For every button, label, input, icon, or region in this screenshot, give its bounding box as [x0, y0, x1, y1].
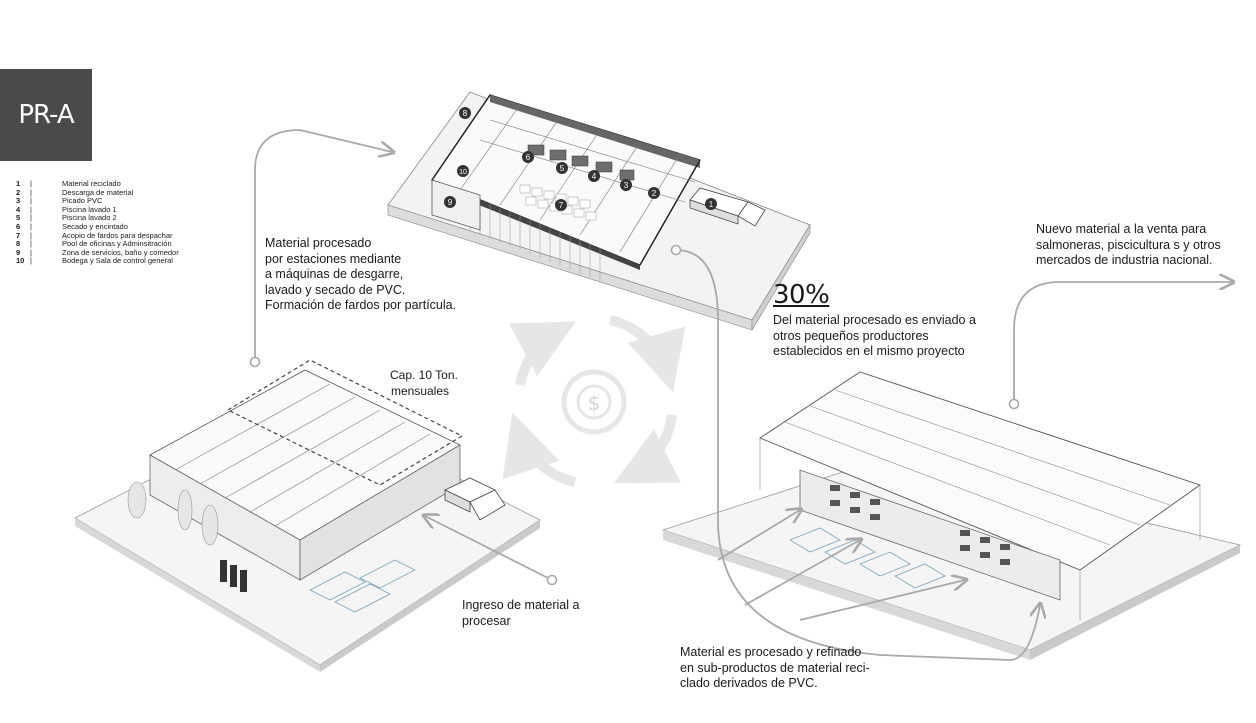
legend-item: 9|Zona de servicios, baño y comedor: [16, 247, 179, 257]
legend-number: 6: [16, 221, 21, 231]
svg-text:1: 1: [709, 200, 714, 209]
legend-number: 5: [16, 213, 21, 223]
capacity-note: Cap. 10 Ton. mensuales: [390, 368, 458, 398]
legend-label: Pool de oficinas y Adminsitración: [62, 239, 172, 249]
svg-text:8: 8: [463, 109, 468, 118]
marker-7: 7: [555, 199, 567, 211]
svg-text:7: 7: [559, 201, 564, 210]
legend-item: 8|Pool de oficinas y Adminsitración: [16, 239, 172, 249]
legend-number: 8: [16, 239, 21, 249]
legend-number: 1: [16, 179, 21, 188]
legend-list: 1|Material reciclado 2|Descarga de mater…: [16, 179, 179, 266]
legend-number: 2: [16, 187, 21, 197]
marker-3: 3: [620, 179, 632, 191]
marker-10: 10: [457, 165, 469, 177]
legend-item: 10|Bodega y Sala de control general: [16, 256, 173, 266]
processed-note: Material procesado por estaciones median…: [265, 236, 457, 312]
marker-9: 9: [444, 196, 456, 208]
legend-label: Bodega y Sala de control general: [62, 256, 173, 266]
legend-label: Piscina lavado 2: [62, 213, 117, 223]
legend-label: Acopio de fardos para despachar: [62, 230, 173, 240]
marker-2: 2: [648, 187, 660, 199]
svg-text:9: 9: [448, 198, 453, 207]
marker-4: 4: [588, 170, 600, 182]
legend-number: 3: [16, 196, 21, 206]
percent-note: Del material procesado es enviado a otro…: [773, 313, 976, 358]
legend-label: Piscina lavado 1: [62, 204, 117, 214]
legend-item: 1|Material reciclado: [16, 179, 121, 188]
left-building: [74, 359, 541, 672]
dollar-icon: $: [588, 391, 601, 415]
legend-number: 4: [16, 204, 21, 214]
legend-item: 2|Descarga de material: [16, 187, 134, 197]
pr-a-badge: PR-A: [0, 69, 92, 161]
money-cycle-icon: [502, 315, 686, 487]
intake-note: Ingreso de material a procesar: [462, 598, 580, 628]
legend-number: 7: [16, 230, 21, 240]
right-building: [661, 371, 1242, 660]
refined-note: Material es procesado y refinado en sub-…: [680, 645, 870, 690]
svg-text:5: 5: [560, 164, 565, 173]
svg-text:10: 10: [459, 169, 467, 176]
legend-label: Descarga de material: [62, 187, 134, 197]
percent-value: 30%: [773, 280, 830, 310]
flow-arrow-nodes: [249, 244, 1020, 586]
svg-text:3: 3: [624, 181, 629, 190]
svg-text:2: 2: [652, 189, 657, 198]
legend-item: 5|Piscina lavado 2: [16, 213, 117, 223]
svg-text:4: 4: [592, 172, 597, 181]
legend-item: 3|Picado PVC: [16, 196, 103, 206]
legend-label: Secado y encintado: [62, 221, 128, 231]
legend-label: Zona de servicios, baño y comedor: [62, 247, 179, 257]
svg-text:6: 6: [526, 153, 531, 162]
legend-number: 10: [16, 256, 25, 266]
marker-5: 5: [556, 162, 568, 174]
flow-arrows: [254, 129, 1232, 661]
legend-item: 7|Acopio de fardos para despachar: [16, 230, 173, 240]
legend-item: 4|Piscina lavado 1: [16, 204, 117, 214]
new-material-note: Nuevo material a la venta para salmonera…: [1036, 222, 1221, 267]
legend-label: Picado PVC: [62, 196, 103, 206]
marker-6: 6: [522, 151, 534, 163]
legend-item: 6|Secado y encintado: [16, 221, 128, 231]
legend-number: 9: [16, 247, 21, 257]
marker-8: 8: [459, 107, 471, 119]
marker-1: 1: [705, 198, 717, 210]
legend-label: Material reciclado: [62, 179, 121, 188]
plan-markers: 1 2 3 4 5 6 7 8 9 10: [444, 107, 717, 211]
